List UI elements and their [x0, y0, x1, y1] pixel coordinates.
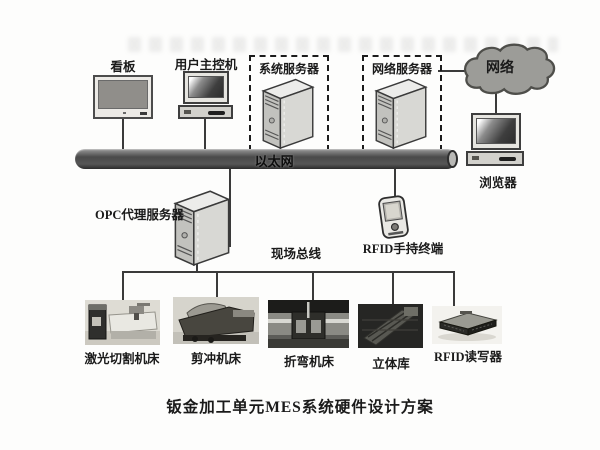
opc-server-tower-icon [173, 190, 231, 267]
kanban-screen [98, 80, 148, 109]
browser-drive-slot [499, 157, 516, 162]
ethernet-label: 以太网 [254, 154, 294, 169]
connector-networkserver-cloud [438, 70, 468, 72]
network-cloud-label: 网络 [486, 61, 514, 76]
shear-machine-label: 剪冲机床 [190, 352, 242, 366]
page-bleed-through [128, 37, 558, 52]
connector-userhost-ethernet [204, 119, 206, 150]
user-host-drive-slot [208, 111, 225, 115]
user-host-screen [188, 76, 224, 98]
network-server-tower-icon [374, 78, 428, 150]
rfid-handheld-label: RFID手持终端 [362, 242, 444, 256]
connector-cloud-browser [495, 92, 497, 115]
diagram-caption: 钣金加工单元MES系统硬件设计方案 [166, 399, 434, 416]
bending-machine-label: 折弯机床 [283, 355, 335, 369]
kanban-monitor-icon [93, 75, 153, 119]
browser-system-unit-icon [466, 151, 524, 166]
drop-warehouse [392, 271, 394, 305]
warehouse-label: 立体库 [372, 357, 410, 371]
kanban-led [123, 112, 126, 114]
drop-shear [216, 271, 218, 298]
laser-machine-label: 激光切割机床 [84, 352, 160, 366]
system-server-label: 系统服务器 [258, 62, 320, 76]
fieldbus-line [122, 271, 455, 273]
browser-screen [476, 118, 516, 144]
rfid-handheld-icon [378, 195, 409, 239]
kanban-label: 看板 [110, 60, 136, 74]
laser-machine-photo [85, 300, 160, 345]
connector-kanban-ethernet [122, 119, 124, 150]
drop-laser [122, 271, 124, 301]
shear-machine-photo [173, 297, 259, 344]
browser-monitor-icon [471, 113, 521, 150]
user-host-label: 用户主控机 [174, 58, 238, 72]
warehouse-photo [358, 304, 423, 348]
fieldbus-label: 现场总线 [270, 247, 322, 261]
user-host-monitor-icon [183, 71, 229, 104]
browser-label: 浏览器 [479, 176, 517, 190]
ethernet-bus-pipe: 以太网 [75, 149, 458, 169]
connector-ethernet-opcserver [229, 169, 231, 247]
system-server-tower-icon [261, 78, 315, 150]
rfid-reader-label: RFID读写器 [433, 350, 503, 364]
drop-bending [312, 271, 314, 301]
user-host-led [184, 110, 191, 114]
browser-led [472, 156, 479, 160]
drop-rfidreader [453, 271, 455, 309]
opc-server-label: OPC代理服务器 [95, 208, 184, 222]
network-cloud-icon [463, 43, 556, 95]
user-host-system-unit-icon [178, 105, 233, 119]
bending-machine-photo [268, 300, 349, 348]
pipe-end-cap [447, 150, 458, 168]
kanban-button [140, 112, 147, 115]
connector-ethernet-rfidhandheld [394, 169, 396, 198]
network-server-label: 网络服务器 [371, 62, 433, 76]
rfid-reader-photo [432, 306, 502, 344]
